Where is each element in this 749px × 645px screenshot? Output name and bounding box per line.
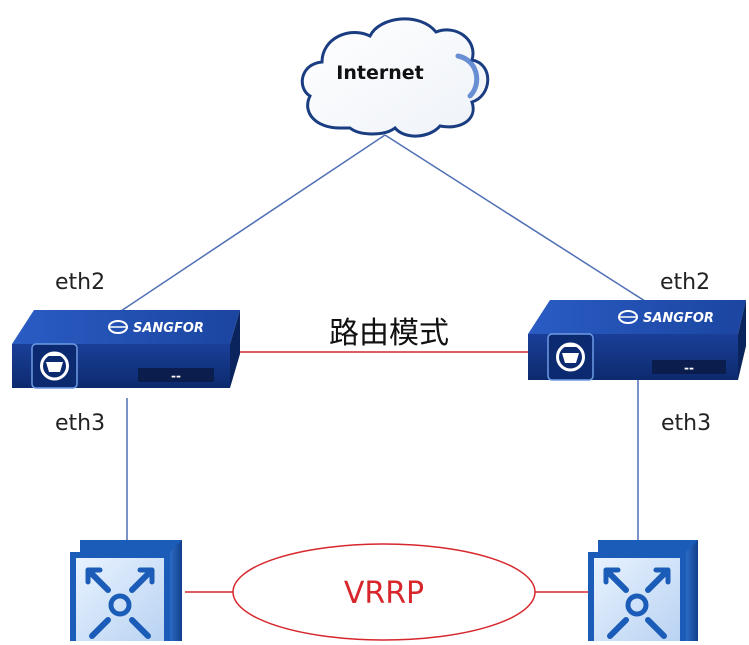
sangfor-shield-icon xyxy=(556,342,585,372)
right-eth3-label: eth3 xyxy=(661,411,711,436)
left-eth3-label: eth3 xyxy=(55,411,105,436)
right-eth2-label: eth2 xyxy=(660,270,710,295)
switch-arrows-icon xyxy=(85,567,155,639)
cloud-label: Internet xyxy=(336,62,423,84)
switch-arrows-icon xyxy=(603,567,671,639)
sangfor-appliance-right: SANGFOR -- xyxy=(528,300,746,381)
mode-label: 路由模式 xyxy=(329,316,449,351)
uplink-right xyxy=(384,134,649,304)
sangfor-shield-icon xyxy=(40,351,69,381)
vrrp-label: VRRP xyxy=(344,576,424,611)
sangfor-appliance-left: SANGFOR -- xyxy=(12,310,240,389)
device-brand-left: SANGFOR xyxy=(133,321,204,336)
internet-cloud: Internet xyxy=(300,17,490,138)
device-led-right: -- xyxy=(684,361,694,375)
cloud-outline xyxy=(300,17,490,138)
switch-left xyxy=(70,540,182,641)
sangfor-logo-icon xyxy=(618,310,638,324)
device-led-left: -- xyxy=(171,369,181,383)
device-brand-right: SANGFOR xyxy=(643,311,714,326)
vrrp-ellipse xyxy=(232,543,536,641)
sangfor-logo-icon xyxy=(108,320,128,334)
left-eth2-label: eth2 xyxy=(55,270,105,295)
uplink-left xyxy=(117,134,386,314)
switch-right xyxy=(588,540,698,641)
